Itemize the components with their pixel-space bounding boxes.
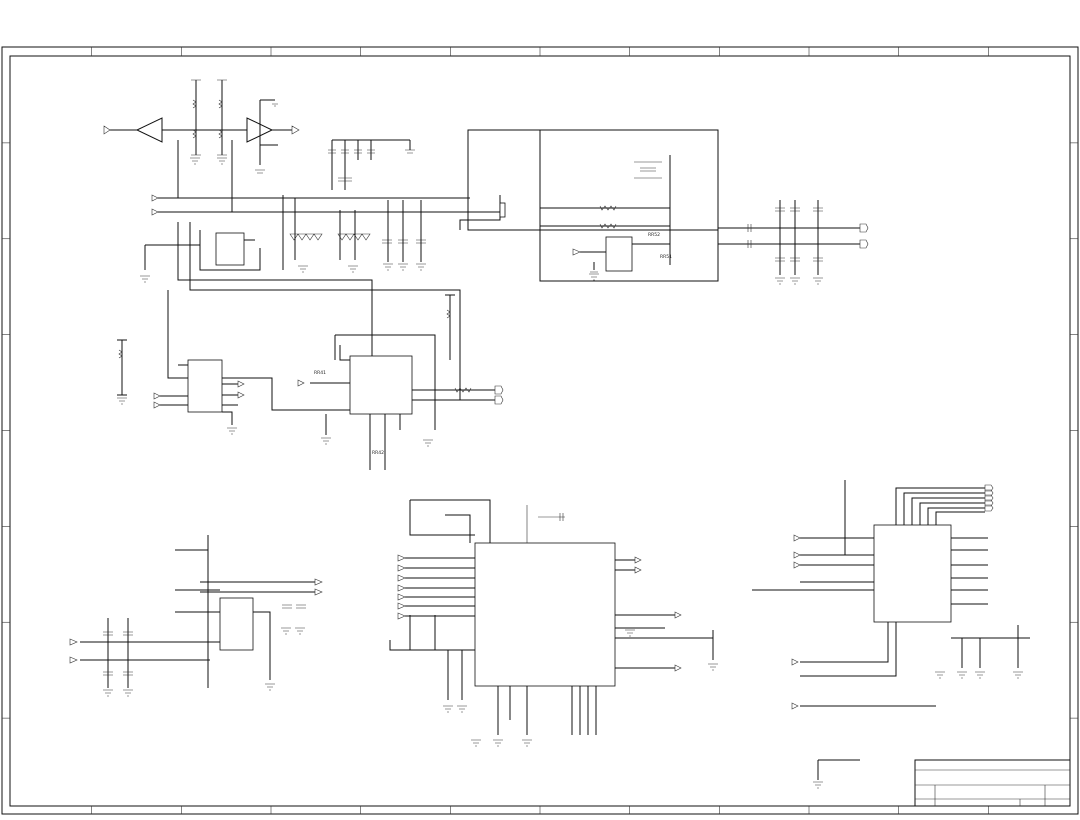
ground-symbol: [383, 263, 393, 271]
ground-symbol: [117, 397, 127, 405]
ground-symbol: [790, 277, 800, 285]
ground-symbol: [708, 663, 718, 671]
ic-mid-center: [349, 355, 413, 415]
opamp-buffer-left: [135, 117, 163, 143]
ground-symbol: [321, 437, 331, 445]
ground-symbol: [625, 629, 635, 637]
ground-symbol: [416, 263, 426, 271]
ground-symbol: [1013, 671, 1023, 679]
ref-label-rr41: RR41: [314, 370, 326, 376]
ground-symbol: [457, 705, 467, 713]
ground-symbol: [190, 157, 200, 165]
ground-symbol: [398, 263, 408, 271]
ground-symbols: [103, 157, 1023, 789]
opamp-section: [103, 79, 500, 216]
ground-symbol: [935, 671, 945, 679]
title-block: [914, 759, 1071, 807]
ground-symbol: [103, 689, 113, 697]
ground-symbol: [957, 671, 967, 679]
ground-symbol: [522, 739, 532, 747]
amplifier-block: RR52 RR51: [459, 129, 869, 282]
ground-symbol: [589, 273, 599, 281]
ref-label-rr42: RR42: [372, 450, 384, 456]
ic-bottom-center-group: [389, 499, 714, 735]
ground-symbol: [423, 439, 433, 447]
diode-row: [144, 195, 461, 400]
ground-symbol: [471, 739, 481, 747]
ic-mid-left: [187, 359, 223, 413]
ground-symbol: [813, 277, 823, 285]
ic-regulator-left: [215, 232, 245, 266]
ic-bottom-right: [873, 524, 952, 623]
ic-bottom-left-group: [69, 535, 323, 688]
ic-qfp-main: [474, 542, 616, 687]
ground-symbol: [265, 683, 275, 691]
ground-symbol: [281, 627, 291, 635]
ground-symbol: [443, 705, 453, 713]
ic-bottom-right-group: [752, 480, 1030, 780]
ic-mid-left-group: [117, 290, 350, 425]
ref-label-rr52: RR52: [648, 232, 660, 238]
jack-connector: [499, 202, 506, 218]
ground-symbol: [493, 739, 503, 747]
ground-symbol: [140, 275, 150, 283]
ground-symbol: [295, 627, 305, 635]
cap-cluster-top: [328, 139, 415, 190]
ground-symbol: [775, 277, 785, 285]
ic-amp-small: [605, 236, 633, 272]
ic-mid-center-group: RR41 RR42: [297, 294, 504, 470]
ground-symbol: [217, 157, 227, 165]
sheet-border: [1, 46, 1079, 815]
ground-symbol: [975, 671, 985, 679]
ground-symbol: [227, 427, 237, 435]
ground-symbol: [348, 265, 358, 273]
ic-bottom-left: [219, 597, 254, 651]
ground-symbol: [298, 265, 308, 273]
ref-label-rr51: RR51: [660, 254, 672, 260]
ground-symbol: [813, 781, 823, 789]
ground-symbol: [123, 689, 133, 697]
